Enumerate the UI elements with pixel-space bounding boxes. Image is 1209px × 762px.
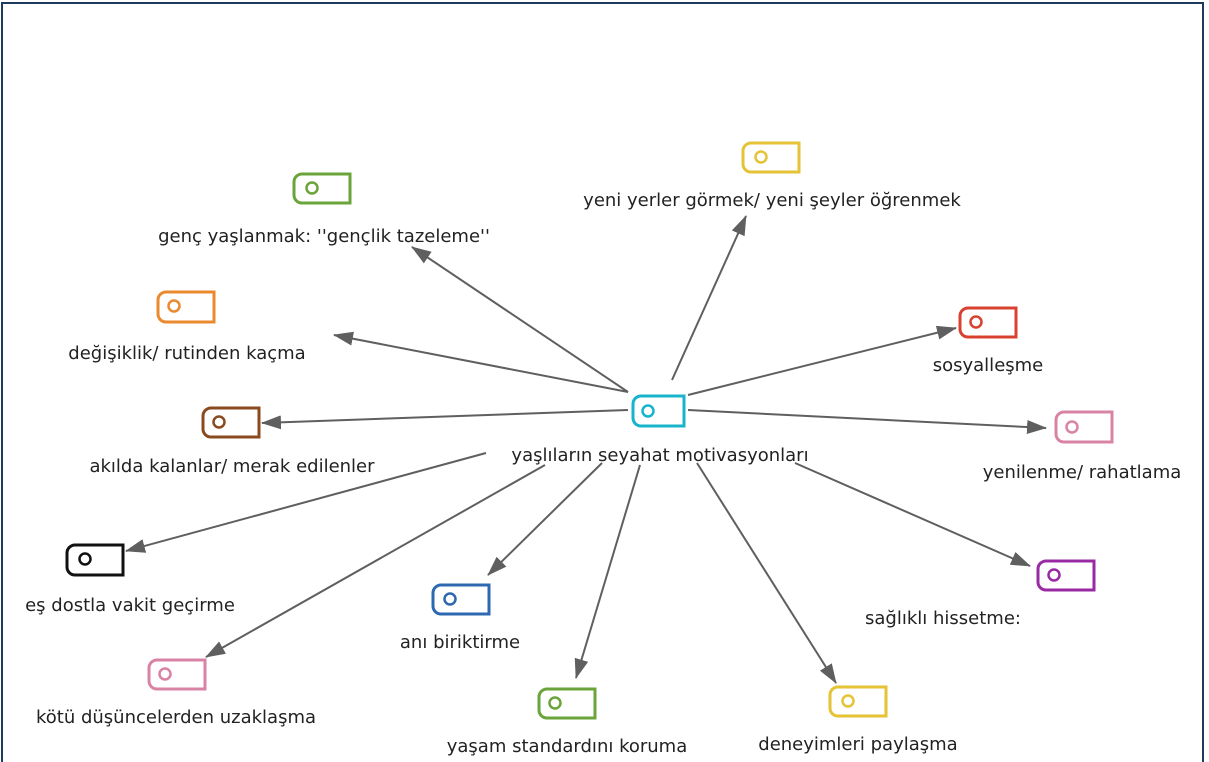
tag-hole-icon <box>167 299 181 313</box>
edge-kotu-dusunceler <box>205 464 546 658</box>
node-yenilenme[interactable]: yenilenme/ rahatlama <box>983 410 1182 483</box>
node-yeni-yerler[interactable]: yeni yerler görmek/ yeni şeyler öğrenmek <box>583 141 961 211</box>
edge-sosyallesme <box>687 325 957 396</box>
tag-hole-icon <box>212 415 226 429</box>
tag-hole-icon <box>841 694 855 708</box>
tag-hole-icon <box>754 150 768 164</box>
edge-deneyimler <box>696 462 837 684</box>
tag-icon <box>431 583 491 616</box>
node-sosyallesme[interactable]: sosyalleşme <box>933 306 1044 376</box>
tag-icon <box>201 406 261 439</box>
node-label: genç yaşlanmak: ''gençlik tazeleme'' <box>158 226 490 247</box>
node-yasam-standardi[interactable]: yaşam standardını koruma <box>447 687 688 757</box>
tag-hole-icon <box>443 592 457 606</box>
edge-saglikli <box>794 462 1031 567</box>
tag-icon <box>65 543 125 577</box>
node-label: anı biriktirme <box>400 632 520 653</box>
node-label: kötü düşüncelerden uzaklaşma <box>36 707 316 728</box>
tag-hole-icon <box>969 315 983 329</box>
edge-es-dostla <box>125 452 487 553</box>
tag-icon <box>631 394 686 428</box>
tag-icon <box>537 687 597 720</box>
edge-yeni-yerler <box>671 215 747 381</box>
tag-icon <box>828 685 888 718</box>
tag-hole-icon <box>548 696 562 710</box>
node-label: akılda kalanlar/ merak edilenler <box>89 456 375 477</box>
tag-icon <box>156 290 216 324</box>
tag-icon <box>958 306 1018 339</box>
tag-hole-icon <box>1047 568 1061 582</box>
node-kotu-dusunceler[interactable]: kötü düşüncelerden uzaklaşma <box>36 658 316 728</box>
center-node[interactable]: yaşlıların seyahat motivasyonları <box>511 394 809 466</box>
node-label: deneyimleri paylaşma <box>758 734 957 755</box>
node-label: sosyalleşme <box>933 355 1044 376</box>
edge-yasam-standardi <box>574 464 641 679</box>
node-label: değişiklik/ rutinden kaçma <box>68 343 305 364</box>
edge-genc-yaslanmak <box>411 246 629 393</box>
tag-hole-icon <box>158 667 172 681</box>
tag-hole-icon <box>305 181 319 195</box>
node-label: yaşam standardını koruma <box>447 736 688 757</box>
node-es-dostla[interactable]: eş dostla vakit geçirme <box>25 543 235 616</box>
tag-hole-icon <box>1065 420 1079 434</box>
tag-hole-icon <box>78 552 92 566</box>
tag-hole-icon <box>641 404 655 418</box>
edge-ani-biriktirme <box>487 462 603 576</box>
node-genc-yaslanmak[interactable]: genç yaşlanmak: ''gençlik tazeleme'' <box>158 172 490 247</box>
node-label: eş dostla vakit geçirme <box>25 595 235 616</box>
node-akilda-kalanlar[interactable]: akılda kalanlar/ merak edilenler <box>89 406 375 477</box>
node-label: sağlıklı hissetme: <box>865 608 1021 629</box>
node-saglikli[interactable]: sağlıklı hissetme: <box>865 559 1096 629</box>
edge-degisiklik <box>333 331 629 393</box>
node-ani-biriktirme[interactable]: anı biriktirme <box>400 583 520 653</box>
edges <box>125 215 1047 684</box>
tag-icon <box>1054 410 1114 444</box>
center-label: yaşlıların seyahat motivasyonları <box>511 445 808 466</box>
node-label: yeni yerler görmek/ yeni şeyler öğrenmek <box>583 190 961 211</box>
node-label: yenilenme/ rahatlama <box>983 462 1182 483</box>
tag-icon <box>1036 559 1096 592</box>
edge-akilda-kalanlar <box>261 409 629 430</box>
tag-icon <box>147 658 207 691</box>
node-deneyimler[interactable]: deneyimleri paylaşma <box>758 685 958 755</box>
edge-yenilenme <box>687 409 1047 435</box>
tag-icon <box>292 172 352 205</box>
tag-icon <box>741 141 801 174</box>
node-degisiklik[interactable]: değişiklik/ rutinden kaçma <box>68 290 306 364</box>
